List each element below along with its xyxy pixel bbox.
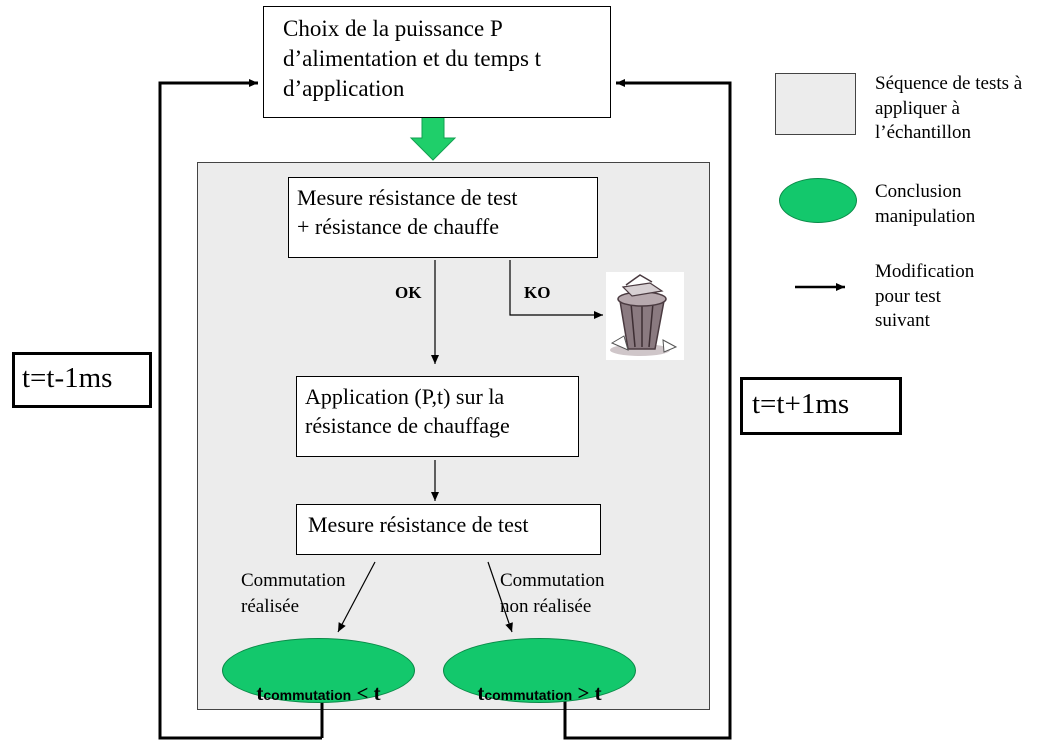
- legend-sequence-swatch: [775, 73, 856, 135]
- result-left-ellipse: [222, 638, 415, 703]
- result-left-text: tcommutation < t: [222, 656, 415, 706]
- branch-left-label: Commutation réalisée: [241, 570, 346, 617]
- legend-modification-text: Modification pour test suivant: [875, 261, 975, 332]
- result-right-prefix: t: [477, 681, 485, 706]
- time-increment-text: t=t+1ms: [752, 388, 850, 420]
- legend-conclusion-text: Conclusion manipulation: [875, 181, 976, 227]
- time-increment-box: [740, 377, 902, 435]
- branch-right-label: Commutation non réalisée: [500, 570, 605, 617]
- left-feedback-line: [158, 83, 324, 740]
- step-apply-power-text: Application (P,t) sur la résistance de c…: [305, 384, 510, 438]
- result-left-prefix: t: [256, 681, 264, 706]
- result-right-sub: commutation: [484, 687, 573, 704]
- green-down-arrow: [409, 115, 457, 161]
- power-time-choice-box: [263, 6, 611, 118]
- time-decrement-text: t=t-1ms: [22, 362, 113, 394]
- branch-left-arrow: [337, 561, 376, 633]
- step-measure-resistances-box: [288, 177, 598, 258]
- result-right-text: tcommutation > t: [443, 656, 636, 706]
- step-measure-test-text: Mesure résistance de test: [308, 512, 529, 537]
- result-left-sub: commutation: [263, 687, 352, 704]
- branch-right-arrow: [487, 561, 513, 633]
- time-decrement-box: [12, 352, 152, 408]
- power-time-choice-text: Choix de la puissance P d’alimentation e…: [283, 16, 542, 101]
- result-right-rel: > t: [572, 681, 602, 706]
- label-ko: KO: [524, 283, 551, 302]
- legend-sequence-text: Séquence de tests à appliquer à l’échant…: [875, 73, 1023, 144]
- step-measure-resistances-text: Mesure résistance de test + résistance d…: [297, 185, 518, 239]
- step-measure-test-box: [296, 504, 601, 555]
- legend-conclusion-swatch: [779, 178, 857, 223]
- result-right-ellipse: [443, 638, 636, 703]
- right-feedback-line: [563, 79, 732, 740]
- ko-arrow: [509, 260, 603, 319]
- label-ok: OK: [395, 283, 422, 302]
- result-left-rel: < t: [351, 681, 381, 706]
- step-apply-power-box: [296, 376, 579, 457]
